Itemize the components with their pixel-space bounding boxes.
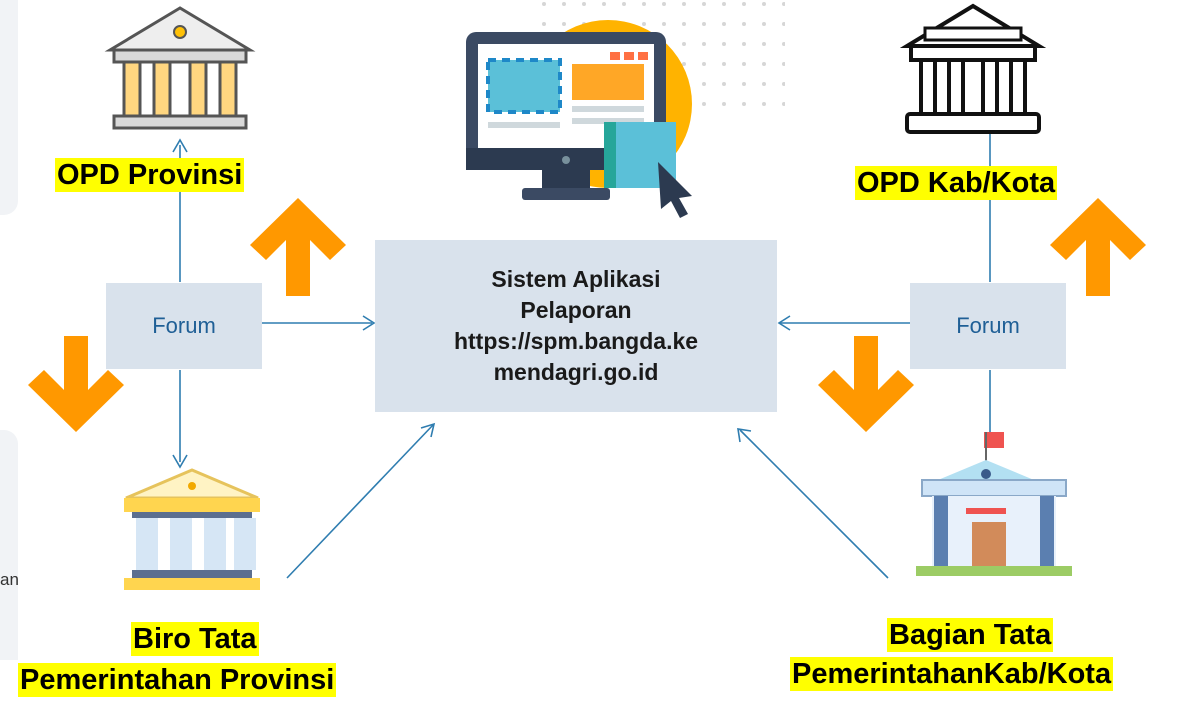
label-biro-line1: Biro Tata xyxy=(131,622,259,656)
computer-monitor-icon xyxy=(466,20,692,218)
connector-biro-hub xyxy=(286,424,434,579)
orange-up-arrow-right xyxy=(1050,198,1146,296)
connector-bagian-hub xyxy=(739,429,889,579)
forum-box-left: Forum xyxy=(106,283,262,369)
office-building-icon xyxy=(916,432,1072,576)
forum-box-right: Forum xyxy=(910,283,1066,369)
gov-building-outline-icon xyxy=(899,3,1047,134)
label-bagian-line2: PemerintahanKab/Kota xyxy=(790,657,1114,691)
orange-up-arrow-left xyxy=(250,198,346,296)
connectors xyxy=(172,116,998,579)
edge-text-fragment: an xyxy=(0,570,19,589)
orange-down-arrow-right xyxy=(818,336,914,432)
gov-building-blue-icon xyxy=(124,468,260,590)
hub-line2: Pelaporan xyxy=(520,297,632,323)
label-biro-line2: Pemerintahan Provinsi xyxy=(18,663,337,697)
hub-line1: Sistem Aplikasi xyxy=(491,266,661,292)
hub-box: Sistem Aplikasi Pelaporan https://spm.ba… xyxy=(375,240,777,412)
label-bagian-line1: Bagian Tata xyxy=(887,618,1054,652)
label-opd-provinsi: OPD Provinsi xyxy=(55,158,245,192)
hub-line3: https://spm.bangda.ke xyxy=(453,328,699,354)
orange-arrows xyxy=(28,198,1146,432)
orange-down-arrow-left xyxy=(28,336,124,432)
gov-building-yellow-icon xyxy=(104,6,256,130)
left-panel-bottom xyxy=(0,430,18,660)
label-opd-kabkota: OPD Kab/Kota xyxy=(855,166,1058,200)
left-panel-top xyxy=(0,0,18,215)
hub-line4: mendagri.go.id xyxy=(493,359,659,385)
